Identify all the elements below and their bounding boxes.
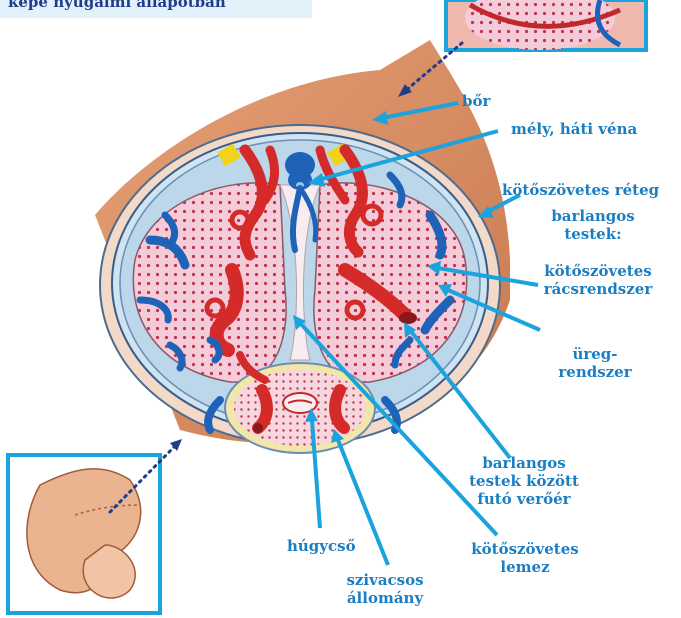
- label-veroer-line2: testek között: [454, 472, 594, 490]
- label-szivacsos-line2: állomány: [335, 589, 435, 607]
- label-racsrendszer-line2: rácsrendszer: [533, 280, 663, 298]
- label-barlangos-testek-line2: testek:: [538, 225, 648, 243]
- label-uregrendszer: üreg- rendszer: [545, 345, 645, 381]
- label-kotoszovetes-reteg: kötőszövetes réteg: [502, 181, 659, 199]
- label-bor: bőr: [462, 92, 490, 110]
- label-szivacsos-allomany: szivacsos állomány: [335, 571, 435, 607]
- cross-section: [100, 125, 500, 453]
- label-szivacsos-line1: szivacsos: [335, 571, 435, 589]
- label-hugycso: húgycső: [287, 537, 356, 555]
- label-uregrendszer-line2: rendszer: [545, 363, 645, 381]
- label-veroer-line3: futó verőér: [454, 490, 594, 508]
- label-lemez-line2: lemez: [460, 558, 590, 576]
- label-racsrendszer: kötőszövetes rácsrendszer: [533, 262, 663, 298]
- label-mely-hati-vena: mély, háti véna: [511, 120, 637, 138]
- label-barlangos-testek: barlangos testek:: [538, 207, 648, 243]
- label-uregrendszer-line1: üreg-: [545, 345, 645, 363]
- label-barlangos-testek-line1: barlangos: [538, 207, 648, 225]
- bottom-inset: [8, 455, 160, 613]
- label-lemez-line1: kötőszövetes: [460, 540, 590, 558]
- label-barlangos-testek-kozott-futo-veroer: barlangos testek között futó verőér: [454, 454, 594, 508]
- label-kotoszovetes-lemez: kötőszövetes lemez: [460, 540, 590, 576]
- label-racsrendszer-line1: kötőszövetes: [533, 262, 663, 280]
- label-veroer-line1: barlangos: [454, 454, 594, 472]
- top-inset: [446, 0, 646, 50]
